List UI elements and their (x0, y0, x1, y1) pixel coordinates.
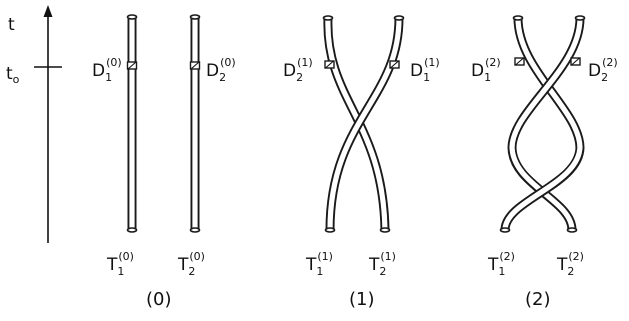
t0-label: to (6, 64, 20, 86)
label-T1-2: T1(2) (487, 250, 515, 278)
label-T1-0: T1(0) (106, 250, 134, 278)
time-axis: t to (6, 5, 62, 243)
detector-D2-0 (189, 61, 201, 70)
detector-D1-0 (126, 61, 138, 70)
diagram-2: D1(2) D2(2) T1(2) T2(2) (2) (471, 15, 618, 310)
detector-D2-1 (324, 60, 335, 69)
caption-2: (2) (525, 289, 551, 310)
detector-D1-1 (389, 60, 400, 69)
label-T2-1: T2(1) (368, 250, 396, 278)
caption-1: (1) (349, 289, 375, 310)
diagram-1: D2(1) D1(1) T1(1) T2(1) (1) (283, 15, 440, 310)
t-label: t (8, 15, 15, 35)
label-D2-2: D2(2) (588, 56, 618, 84)
detector-D2-2 (570, 57, 581, 66)
label-T2-2: T2(2) (556, 250, 584, 278)
time-axis-arrowhead (43, 5, 53, 17)
detector-D1-2 (514, 57, 525, 66)
label-D1-0: D1(0) (92, 56, 122, 84)
worldline-end-bottom (126, 227, 138, 233)
label-T2-0: T2(0) (177, 250, 205, 278)
label-D1-1: D1(1) (410, 56, 440, 84)
label-D1-2: D1(2) (471, 56, 501, 84)
caption-0: (0) (146, 289, 172, 310)
diagram-0: D1(0) D2(0) T1(0) T2(0) (0) (92, 14, 236, 310)
label-D2-0: D2(0) (206, 56, 236, 84)
label-T1-1: T1(1) (305, 250, 333, 278)
label-D2-1: D2(1) (283, 56, 313, 84)
worldline-end-top (126, 14, 138, 20)
